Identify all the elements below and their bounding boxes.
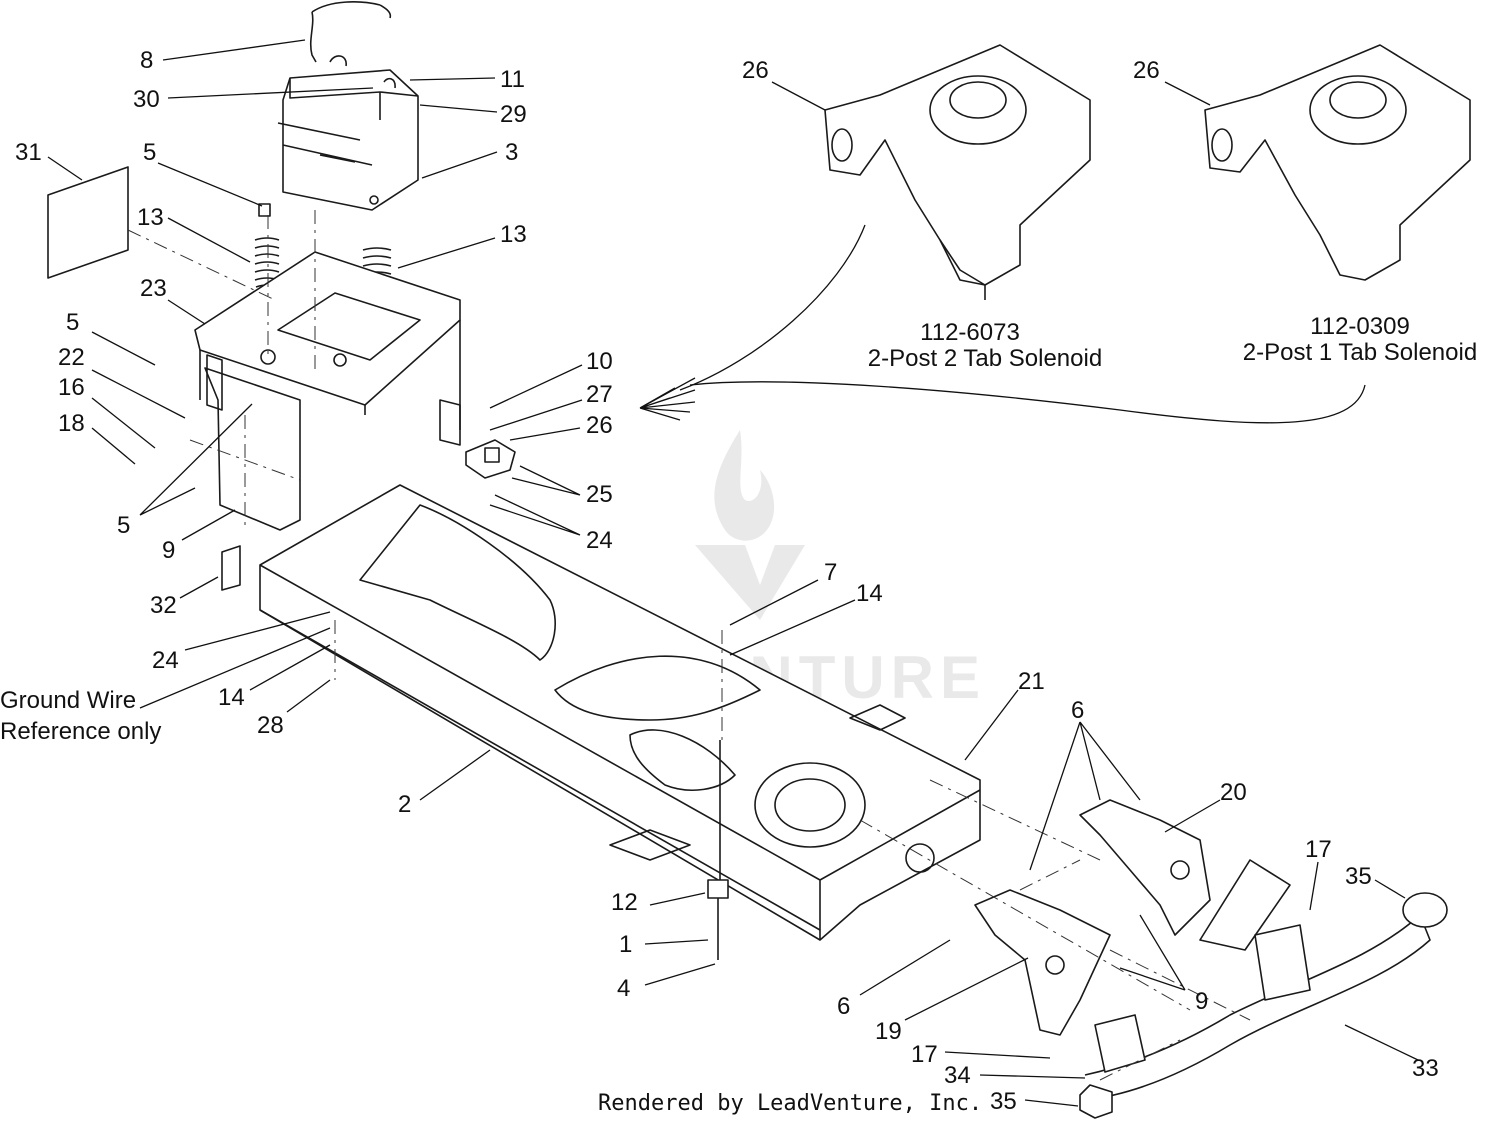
callout-6-top: 6 xyxy=(1071,697,1084,724)
ground-wire-line2: Reference only xyxy=(0,718,161,745)
callout-24-left: 24 xyxy=(152,647,179,674)
main-frame xyxy=(259,484,981,941)
callout-35-top: 35 xyxy=(1345,863,1372,890)
callout-8: 8 xyxy=(140,47,153,74)
callout-1: 1 xyxy=(619,931,632,958)
callout-30: 30 xyxy=(133,86,160,113)
solenoid-left-part-number: 112-6073 xyxy=(920,319,1020,346)
spring-13-left xyxy=(254,203,280,288)
callout-10: 10 xyxy=(586,348,613,375)
callout-6-bottom: 6 xyxy=(837,993,850,1020)
callout-34: 34 xyxy=(944,1062,971,1089)
callout-25: 25 xyxy=(586,481,613,508)
callout-26-right-solenoid: 26 xyxy=(1133,57,1160,84)
solenoid-right-description: 2-Post 1 Tab Solenoid xyxy=(1243,339,1477,366)
callout-18: 18 xyxy=(58,410,85,437)
callout-29: 29 xyxy=(500,101,527,128)
footer-credit: Rendered by LeadVenture, Inc. xyxy=(598,1091,982,1116)
callout-16: 16 xyxy=(58,374,85,401)
leader-lines xyxy=(47,39,1419,1107)
callout-19: 19 xyxy=(875,1018,902,1045)
callout-33: 33 xyxy=(1412,1055,1439,1082)
centerlines xyxy=(127,210,1251,1081)
ground-wire-note: Ground Wire Reference only xyxy=(0,687,161,745)
battery-tray xyxy=(194,251,461,531)
decal-32 xyxy=(221,545,241,591)
solenoid-left-description: 2-Post 2 Tab Solenoid xyxy=(868,345,1102,372)
callout-20: 20 xyxy=(1220,779,1247,806)
seat-switch xyxy=(707,740,729,960)
callout-5-mid: 5 xyxy=(66,309,79,336)
callout-26-left-solenoid: 26 xyxy=(742,57,769,84)
hood-bracket-20 xyxy=(1079,799,1211,936)
solenoid-large-right xyxy=(1204,44,1471,281)
front-bumper xyxy=(1079,859,1448,1119)
callout-5-low: 5 xyxy=(117,512,130,539)
callout-2: 2 xyxy=(398,791,411,818)
callout-13-right: 13 xyxy=(500,221,527,248)
solenoid-right-part-number: 112-0309 xyxy=(1310,313,1410,340)
hood-bracket-19 xyxy=(974,889,1111,1036)
callout-21: 21 xyxy=(1018,668,1045,695)
callout-23: 23 xyxy=(140,275,167,302)
ground-wire-line1: Ground Wire xyxy=(0,687,136,714)
callout-7: 7 xyxy=(824,559,837,586)
callout-4: 4 xyxy=(617,975,630,1002)
callout-28: 28 xyxy=(257,712,284,739)
callout-9-right: 9 xyxy=(1195,988,1208,1015)
callout-14-left: 14 xyxy=(218,684,245,711)
flow-arrows xyxy=(639,224,1366,424)
callout-labels: 8 30 11 29 3 31 5 13 13 23 5 22 16 18 5 … xyxy=(15,47,1439,1115)
callout-26-small: 26 xyxy=(586,412,613,439)
callout-24-right: 24 xyxy=(586,527,613,554)
callout-11: 11 xyxy=(500,66,525,93)
battery-assembly xyxy=(277,1,419,211)
callout-31: 31 xyxy=(15,139,42,166)
solenoid-small xyxy=(465,439,516,479)
callout-12: 12 xyxy=(611,889,638,916)
solenoid-large-left xyxy=(824,44,1091,300)
callout-14-right: 14 xyxy=(856,580,883,607)
callout-22: 22 xyxy=(58,344,85,371)
callout-17-right: 17 xyxy=(1305,836,1332,863)
callout-17-bottom: 17 xyxy=(911,1041,938,1068)
callout-9-left: 9 xyxy=(162,537,175,564)
callout-32: 32 xyxy=(150,592,177,619)
callout-5-top: 5 xyxy=(143,139,156,166)
callout-35-bottom: 35 xyxy=(990,1088,1017,1115)
callout-3: 3 xyxy=(505,139,518,166)
callout-27: 27 xyxy=(586,381,613,408)
callout-13-left: 13 xyxy=(137,204,164,231)
decal-31 xyxy=(47,166,129,279)
solenoid-captions: 112-6073 2-Post 2 Tab Solenoid 112-0309 … xyxy=(868,313,1477,372)
